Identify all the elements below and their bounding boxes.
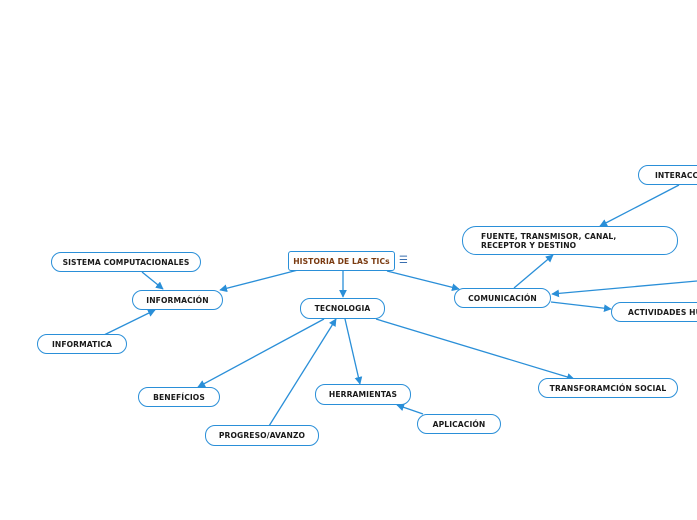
node-informacion-label: INFORMACIÓN <box>146 295 209 305</box>
node-comunicacion[interactable]: COMUNICACIÓN <box>454 288 551 308</box>
edge-tecnologia-herramientas <box>344 318 363 385</box>
edge-interaccion-fuente <box>599 184 680 227</box>
node-transformacion-social[interactable]: TRANSFORAMCIÓN SOCIAL <box>538 378 678 398</box>
edge-root-informacion <box>219 269 299 293</box>
node-actividades-label: ACTIVIDADES HU <box>628 307 697 317</box>
node-actividades[interactable]: ACTIVIDADES HU <box>611 302 697 322</box>
node-fuente-transmisor-label: FUENTE, TRANSMISOR, CANAL, RECEPTOR Y DE… <box>481 231 617 250</box>
node-beneficios[interactable]: BENEFÍCIOS <box>138 387 220 407</box>
edge-sistema-informacion <box>141 271 164 290</box>
node-sistema-computacionales-label: SISTEMA COMPUTACIONALES <box>62 257 190 267</box>
node-tecnologia-label: TECNOLOGIA <box>314 304 371 313</box>
node-beneficios-label: BENEFÍCIOS <box>153 392 205 402</box>
edge-offscreen-comunicacion <box>551 280 697 298</box>
node-interaccion[interactable]: INTERACCI <box>638 165 697 185</box>
node-tecnologia[interactable]: TECNOLOGIA <box>300 298 385 319</box>
node-informatica-label: INFORMATICA <box>51 339 113 349</box>
node-herramientas[interactable]: HERRAMIENTAS <box>315 384 411 405</box>
edge-tecnologia-beneficios <box>197 318 325 388</box>
edge-aplicacion-herramientas <box>396 403 424 415</box>
edge-root-comunicacion <box>386 270 460 292</box>
node-fuente-transmisor[interactable]: FUENTE, TRANSMISOR, CANAL, RECEPTOR Y DE… <box>462 226 678 255</box>
node-informacion[interactable]: INFORMACIÓN <box>132 290 223 310</box>
node-progreso-avanzo-label: PROGRESO/AVANZO <box>218 431 306 440</box>
node-transformacion-social-label: TRANSFORAMCIÓN SOCIAL <box>549 383 667 393</box>
root-topic-label: HISTORIA DE LAS TICs <box>293 256 390 266</box>
node-aplicacion[interactable]: APLICACIÓN <box>417 414 501 434</box>
node-sistema-computacionales[interactable]: SISTEMA COMPUTACIONALES <box>51 252 201 272</box>
node-progreso-avanzo[interactable]: PROGRESO/AVANZO <box>205 425 319 446</box>
root-topic-node[interactable]: HISTORIA DE LAS TICs <box>288 251 395 271</box>
node-herramientas-label: HERRAMIENTAS <box>328 390 398 399</box>
edge-progreso-tecnologia <box>268 318 337 427</box>
node-aplicacion-label: APLICACIÓN <box>432 419 486 429</box>
hamburger-menu-icon[interactable]: ☰ <box>399 255 408 266</box>
edge-informatica-informacion <box>103 309 156 336</box>
node-informatica[interactable]: INFORMATICA <box>37 334 127 354</box>
node-comunicacion-label: COMUNICACIÓN <box>468 293 537 303</box>
edge-comunicacion-fuente <box>513 254 554 289</box>
edge-comunicacion-actividades <box>550 301 612 313</box>
node-interaccion-label: INTERACCI <box>655 170 697 180</box>
edge-tecnologia-transformacion <box>375 318 575 381</box>
